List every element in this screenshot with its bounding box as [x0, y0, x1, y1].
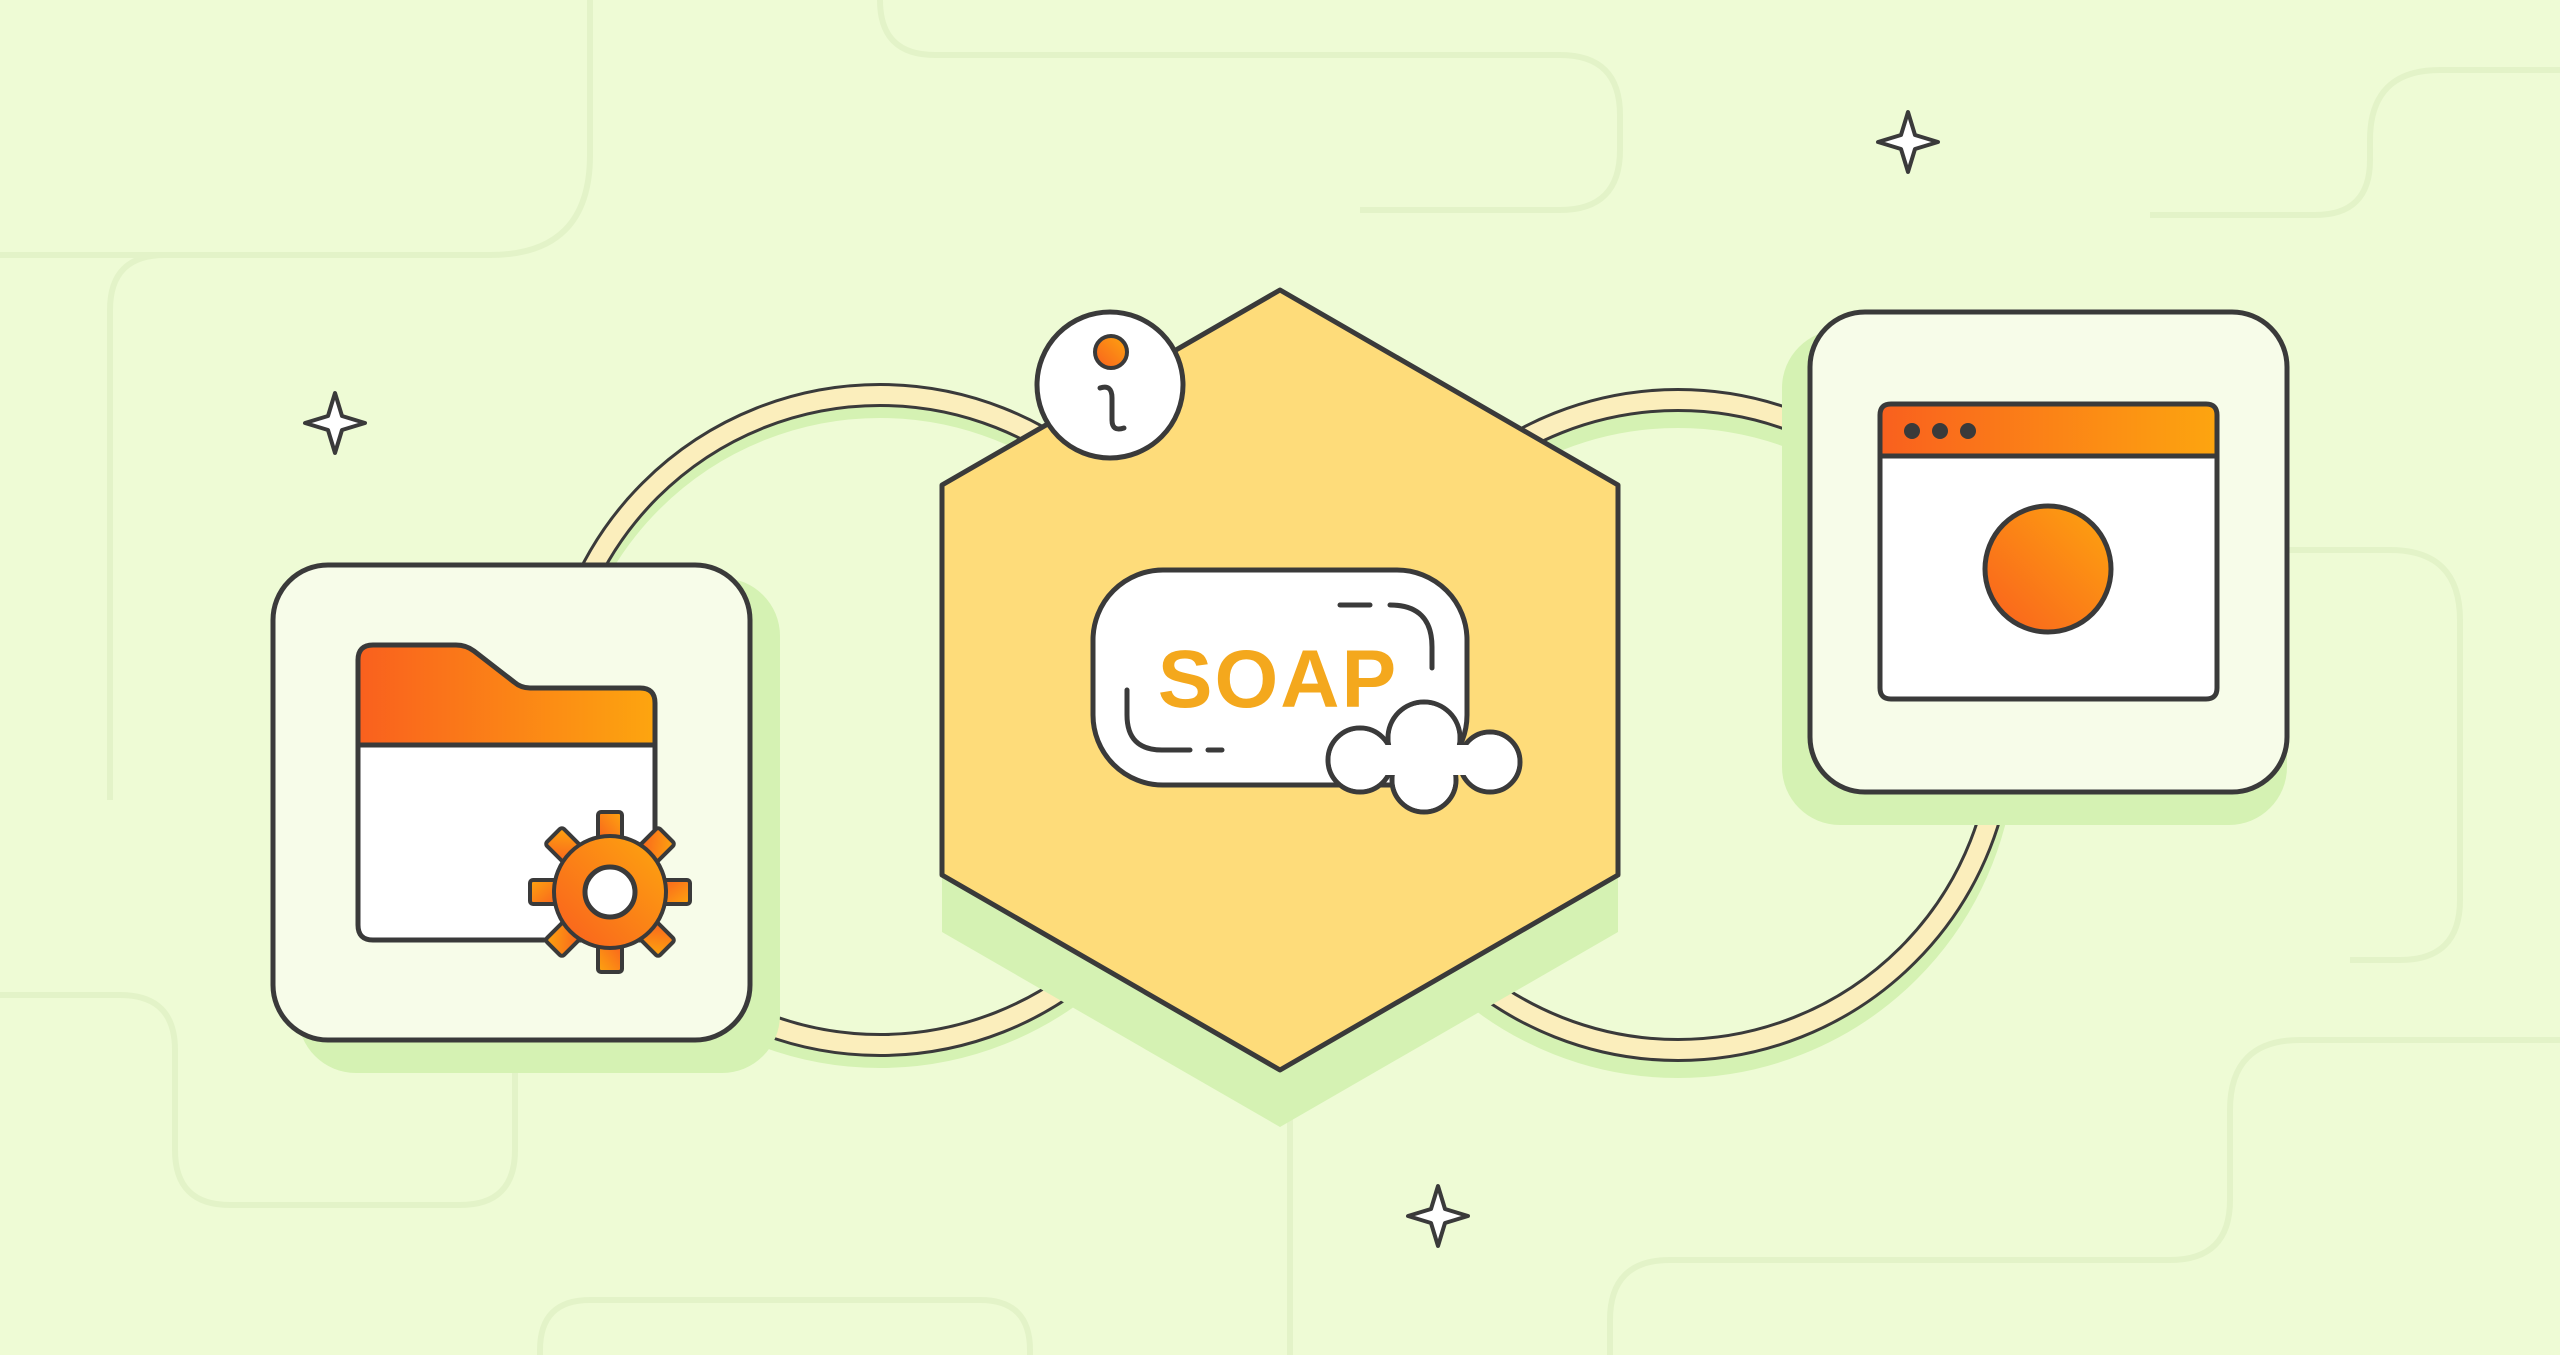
soap-hexagon: SOAP [939, 287, 1621, 1127]
folder-settings-icon [355, 642, 692, 974]
gear-icon [528, 810, 692, 974]
info-badge [1034, 309, 1191, 471]
sparkle-icon [303, 391, 367, 455]
browser-window-icon [1877, 401, 2220, 702]
window-dots [1904, 423, 1976, 439]
soap-bar-icon: SOAP [1090, 567, 1523, 815]
right-card [1782, 309, 2290, 825]
record-circle [1982, 503, 2114, 635]
left-card [270, 562, 780, 1073]
info-icon [1093, 334, 1129, 432]
sparkle-icon [1876, 110, 1940, 174]
soap-label: SOAP [1158, 634, 1398, 725]
sparkle-icon [1406, 1184, 1470, 1248]
